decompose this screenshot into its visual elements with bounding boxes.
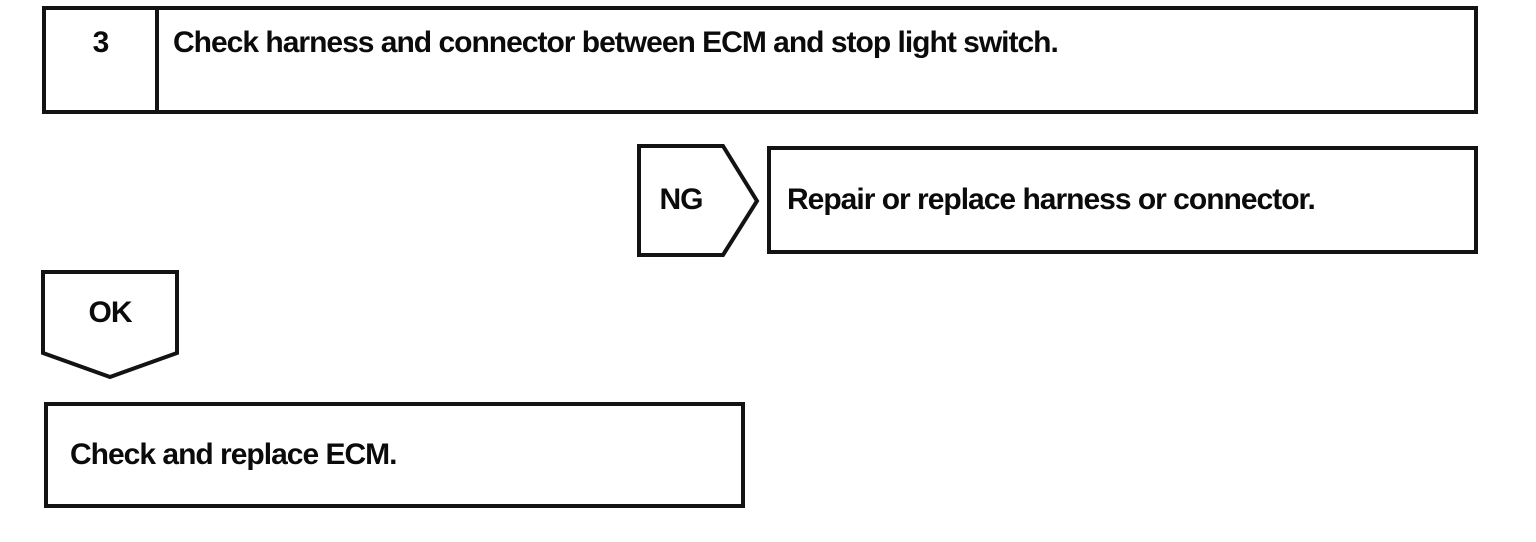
step-box: 3 Check harness and connector between EC… (42, 6, 1478, 114)
step-number: 3 (46, 10, 159, 110)
ng-label: NG (659, 183, 704, 216)
ng-action-box: Repair or replace harness or connector. (767, 146, 1478, 254)
ok-arrow-icon (41, 270, 179, 380)
ok-label: OK (88, 296, 133, 329)
ng-arrow-icon (637, 144, 760, 257)
ok-action-box: Check and replace ECM. (44, 402, 745, 508)
step-instruction: Check harness and connector between ECM … (173, 26, 1059, 59)
